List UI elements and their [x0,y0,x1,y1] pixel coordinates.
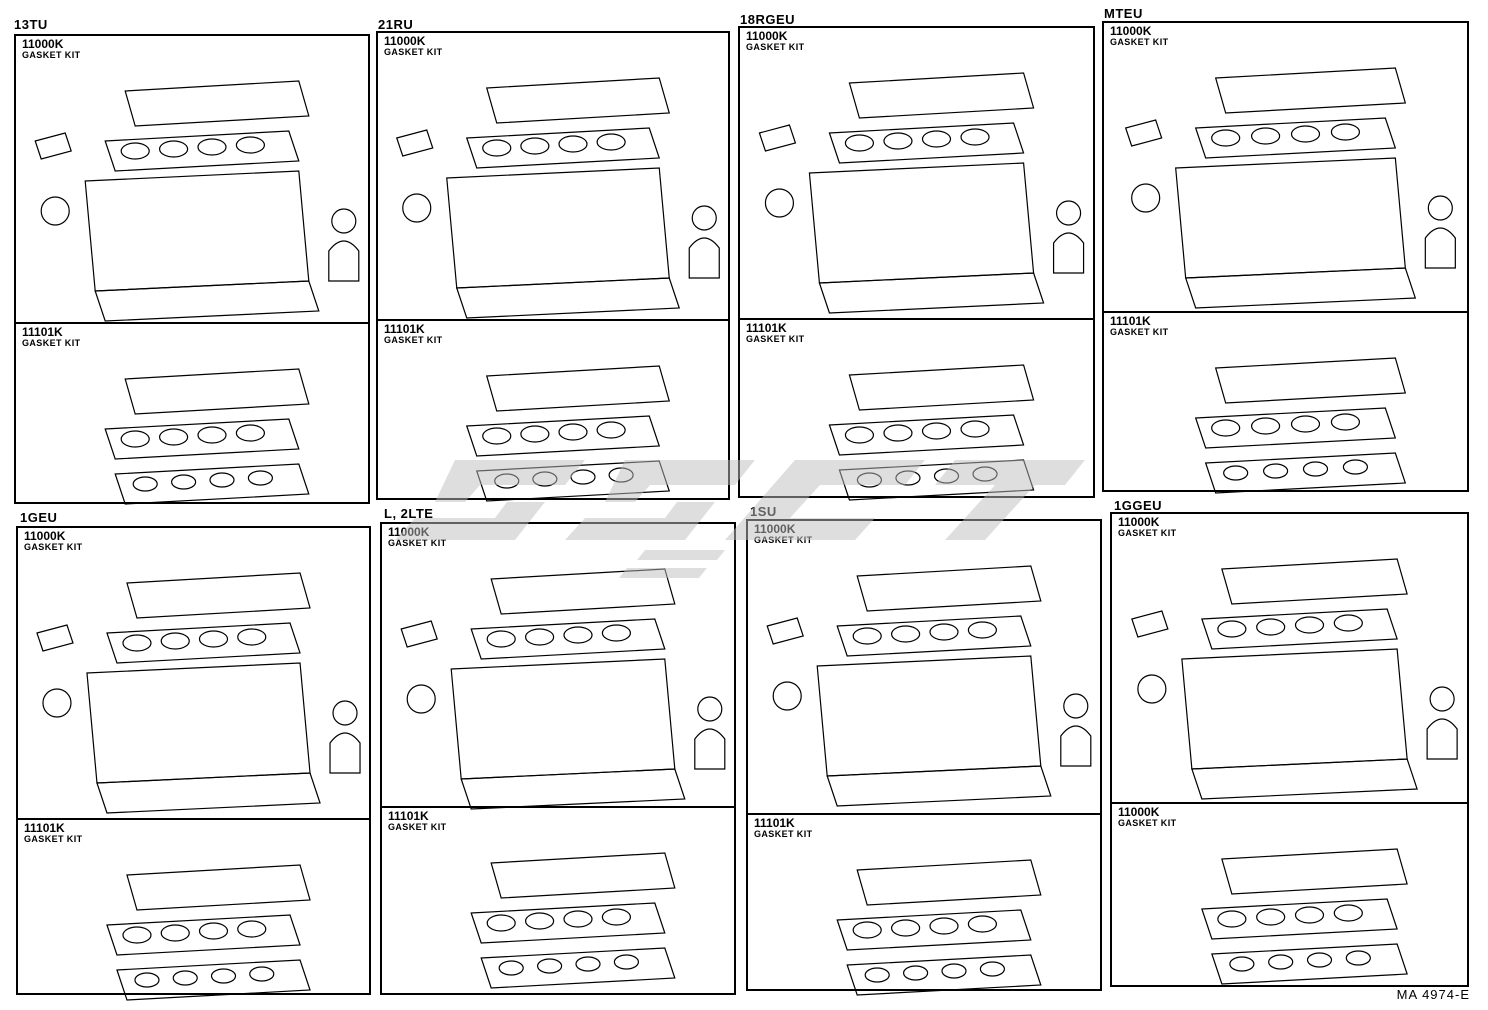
part-code: 11000K [746,29,788,43]
engine-gasket-exploded-drawing [400,568,726,810]
kit-label: GASKET KIT [746,334,805,344]
gasket-kit-cell: 11101K GASKET KIT [748,813,1100,996]
part-code: 11000K [1118,515,1160,529]
kit-label: GASKET KIT [384,47,443,57]
kit-label: GASKET KIT [1110,37,1169,47]
head-gasket-set-drawing [828,364,1035,501]
kit-label: GASKET KIT [388,822,447,832]
gasket-panel-l-2lte: 11000K GASKET KIT 11101K GASKET KIT [380,522,736,995]
part-code: 11000K [384,34,426,48]
engine-gasket-exploded-drawing [758,72,1085,314]
kit-label: GASKET KIT [384,335,443,345]
gasket-panel-1geu: 11000K GASKET KIT 11101K GASKET KIT [16,526,371,1001]
gasket-kit-cell: 11000K GASKET KIT [378,33,728,319]
part-code: 11101K [754,816,795,830]
engine-label: 1GGEU [1114,498,1163,513]
part-code: 11000K [1110,24,1152,38]
gasket-kit-cell: 11000K GASKET KIT [382,524,734,810]
gasket-panel-mteu: 11000K GASKET KIT 11101K GASKET KIT [1102,21,1469,494]
part-code: 11101K [24,821,65,835]
gasket-kit-cell: 11101K GASKET KIT [1104,311,1467,494]
kit-label: GASKET KIT [746,42,805,52]
head-gasket-set-drawing [1201,848,1408,985]
kit-label: GASKET KIT [1118,818,1177,828]
part-code: 11000K [1118,805,1160,819]
part-code: 11101K [384,322,425,336]
gasket-kit-cell: 11000K GASKET KIT [1112,514,1467,802]
gasket-kit-cell: 11101K GASKET KIT [16,322,368,505]
part-code: 11101K [1110,314,1151,328]
engine-gasket-exploded-drawing [34,80,360,322]
engine-label: MTEU [1104,6,1143,21]
gasket-kit-cell: 11101K GASKET KIT [378,319,728,502]
head-gasket-set-drawing [465,365,671,502]
kit-label: GASKET KIT [1110,327,1169,337]
head-gasket-set-drawing [470,852,676,989]
engine-label: 18RGEU [740,12,796,27]
gasket-kit-cell: 11000K GASKET KIT [1104,23,1467,311]
head-gasket-set-drawing [104,368,310,505]
engine-gasket-exploded-drawing [395,77,720,319]
part-code: 11101K [746,321,787,335]
gasket-kit-cell: 11101K GASKET KIT [740,318,1093,501]
kit-label: GASKET KIT [24,834,83,844]
part-code: 11000K [24,529,66,543]
figure-reference: MA 4974-E [1396,987,1470,1002]
gasket-panel-1ggeu: 11000K GASKET KIT 11000K GASKET KIT [1110,512,1469,987]
gasket-panel-1su: 11000K GASKET KIT 11101K GASKET KIT [746,519,1102,996]
kit-label: GASKET KIT [754,535,813,545]
gasket-kit-cell: 11101K GASKET KIT [18,818,369,1001]
gasket-panel-13tu: 11000K GASKET KIT 11101K GASKET KIT [14,34,370,505]
gasket-panel-21ru: 11000K GASKET KIT 11101K GASKET KIT [376,31,730,502]
engine-label: 1SU [750,504,777,519]
part-code: 11101K [388,809,429,823]
part-code: 11101K [22,325,63,339]
engine-gasket-exploded-drawing [1124,67,1456,309]
gasket-kit-cell: 11000K GASKET KIT [16,36,368,322]
gasket-kit-cell: 11000K GASKET KIT [1112,802,1467,985]
kit-label: GASKET KIT [754,829,813,839]
engine-gasket-exploded-drawing [1131,558,1458,800]
gasket-kit-cell: 11101K GASKET KIT [382,806,734,993]
engine-label: 21RU [378,17,414,32]
head-gasket-set-drawing [836,859,1042,996]
engine-label: L, 2LTE [384,506,434,521]
kit-label: GASKET KIT [24,542,83,552]
gasket-kit-cell: 11000K GASKET KIT [18,528,369,818]
head-gasket-set-drawing [1194,357,1407,494]
engine-gasket-exploded-drawing [36,572,361,814]
part-code: 11000K [22,37,64,51]
engine-label: 1GEU [20,510,58,525]
gasket-panel-18rgeu: 11000K GASKET KIT 11101K GASKET KIT [738,26,1095,501]
engine-gasket-exploded-drawing [766,565,1092,807]
engine-label: 13TU [14,17,48,32]
gasket-kit-cell: 11000K GASKET KIT [740,28,1093,318]
head-gasket-set-drawing [106,864,311,1001]
gasket-kit-cell: 11000K GASKET KIT [748,521,1100,813]
kit-label: GASKET KIT [388,538,447,548]
kit-label: GASKET KIT [1118,528,1177,538]
kit-label: GASKET KIT [22,338,81,348]
kit-label: GASKET KIT [22,50,81,60]
